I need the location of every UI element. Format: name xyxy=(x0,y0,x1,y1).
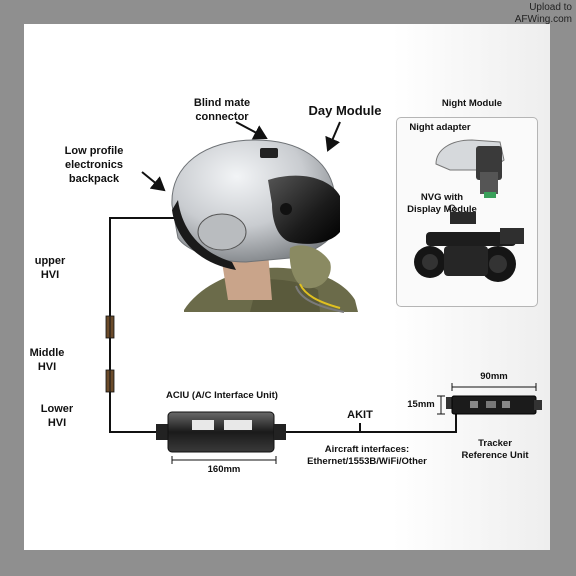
aciu-dimension-line xyxy=(171,456,277,464)
tracker-line1: Tracker xyxy=(478,438,512,449)
helmet-illustration xyxy=(171,139,358,313)
nvg-line2: Display Module xyxy=(407,204,477,215)
upper-hvi-line1: upper xyxy=(34,255,66,267)
aircraft-line1: Aircraft interfaces: xyxy=(324,444,410,455)
nvg-illustration xyxy=(414,204,524,282)
lower-hvi-line2: HVI xyxy=(47,417,67,429)
night-adapter-label: Night adapter xyxy=(409,122,471,133)
aircraft-line2: Ethernet/1553B/WiFi/Other xyxy=(307,456,427,467)
tracker-line2: Reference Unit xyxy=(461,450,529,461)
callout-arrows xyxy=(141,121,341,192)
watermark-line1: Upload to xyxy=(529,2,572,13)
tracker-height-label: 15mm xyxy=(407,399,435,410)
akit-label: AKIT xyxy=(347,409,373,421)
upper-hvi-label: upper HVI xyxy=(26,254,74,282)
backpack-line1: Low profile xyxy=(64,145,124,157)
aircraft-interfaces-label: Aircraft interfaces: Ethernet/1553B/WiFi… xyxy=(292,444,442,468)
middle-hvi-line1: Middle xyxy=(29,347,65,359)
blind-mate-connector-label: Blind mate connector xyxy=(172,96,272,124)
tracker-width-label: 90mm xyxy=(480,371,508,382)
day-module-label: Day Module xyxy=(308,103,382,118)
aciu-label: ACIU (A/C Interface Unit) xyxy=(166,390,278,401)
watermark: Upload to AFWing.com xyxy=(515,2,572,26)
backpack-line2: electronics xyxy=(64,159,124,171)
tracker-reference-unit xyxy=(446,395,542,415)
upper-hvi-connector xyxy=(105,312,115,342)
tracker-reference-unit-label: Tracker Reference Unit xyxy=(450,438,540,462)
blind-mate-line2: connector xyxy=(195,111,249,123)
nvg-display-module-label: NVG with Display Module xyxy=(396,192,488,216)
night-adapter-illustration xyxy=(435,139,505,198)
middle-hvi-label: Middle HVI xyxy=(22,346,72,374)
night-module-label: Night Module xyxy=(441,98,503,109)
backpack-label: Low profile electronics backpack xyxy=(46,144,142,186)
aciu-unit xyxy=(156,411,286,453)
lower-hvi-line1: Lower xyxy=(40,403,74,415)
backpack-line3: backpack xyxy=(68,173,120,185)
aciu-width-label: 160mm xyxy=(207,464,241,475)
watermark-line2: AFWing.com xyxy=(514,14,572,25)
middle-hvi-connector xyxy=(105,366,115,396)
nvg-line1: NVG with xyxy=(420,192,464,203)
lower-hvi-label: Lower HVI xyxy=(32,402,82,430)
upper-hvi-line2: HVI xyxy=(40,269,60,281)
middle-hvi-line2: HVI xyxy=(37,361,57,373)
blind-mate-line1: Blind mate xyxy=(193,97,251,109)
tracker-dimension-lines xyxy=(437,383,537,415)
